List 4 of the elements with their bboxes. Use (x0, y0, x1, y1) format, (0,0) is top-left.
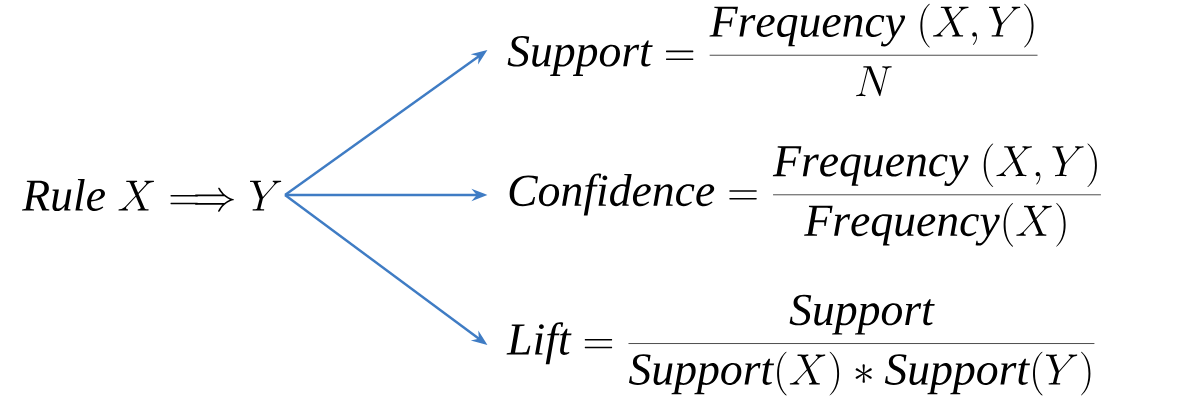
metric-formula: $\mathit{Confidence} = \frac{\mathit{Frequency}\ (X,Y)}{\mathit{Frequency}(X)}$ (509, 143, 1101, 247)
rule-formula: $\mathit{Rule}\ X \Longrightarrow Y$ (22, 178, 282, 212)
metric-formula: $\mathit{Support} = \frac{\mathit{Frequency}\ (X,Y)}{N}$ (507, 3, 1038, 97)
metric-formula: $\mathit{Lift} = \frac{\mathit{Support}}{\mathit{Support}(X) * \mathit{Support}(Y)}$ (506, 294, 1095, 396)
